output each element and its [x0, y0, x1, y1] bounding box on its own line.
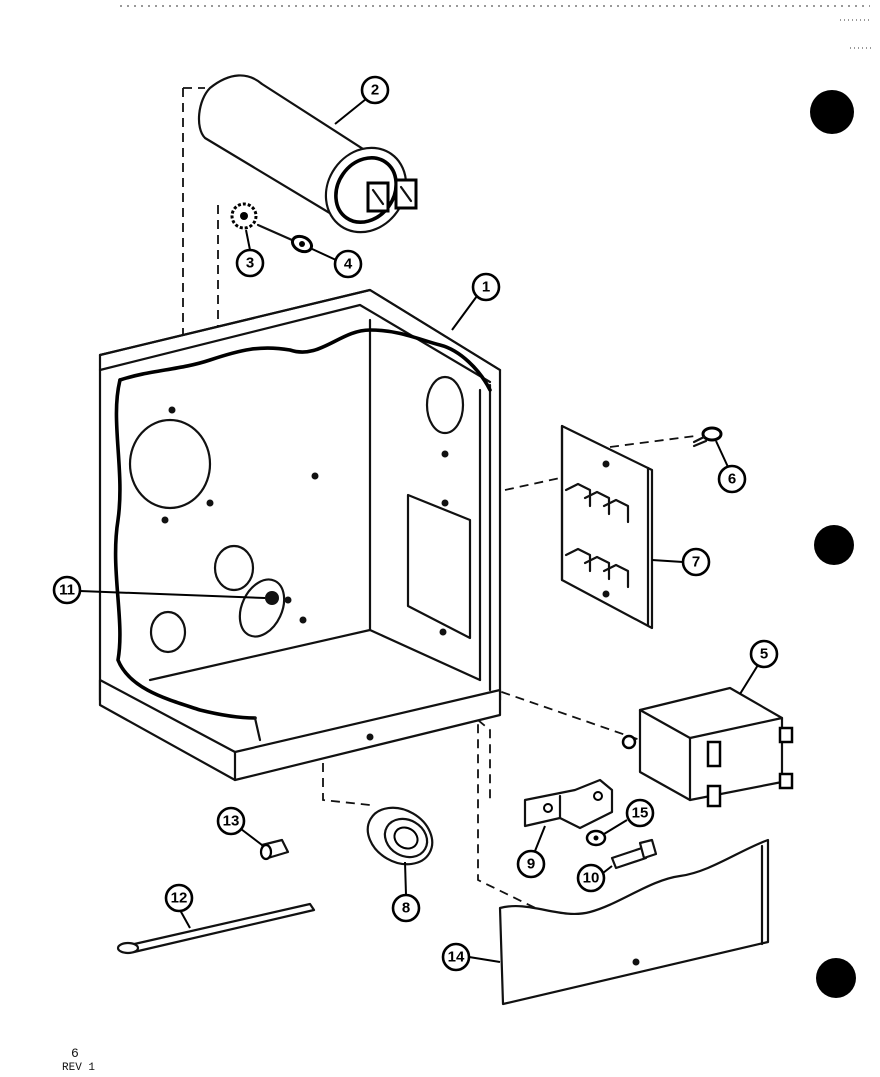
callout-1[interactable]: 1 [451, 272, 501, 331]
page-number: 6 [71, 1046, 79, 1061]
cable-tie [116, 902, 316, 955]
hex-bolt [610, 838, 658, 870]
callout-6[interactable]: 6 [715, 440, 747, 494]
plug [259, 838, 290, 861]
mounting-screw [692, 426, 723, 448]
binder-punch-holes [810, 90, 856, 998]
svg-text:9: 9 [527, 856, 535, 873]
flat-washer [585, 829, 607, 847]
mounting-bracket [523, 778, 614, 830]
svg-text:6: 6 [728, 471, 736, 488]
svg-text:2: 2 [371, 82, 379, 99]
punch-hole-middle [814, 525, 854, 565]
callout-4[interactable]: 4 [309, 247, 363, 279]
svg-text:10: 10 [583, 870, 600, 887]
svg-text:12: 12 [171, 890, 188, 907]
cover-panel [498, 838, 770, 1006]
punch-hole-bottom [816, 958, 856, 998]
control-box-housing [98, 288, 502, 782]
svg-text:11: 11 [59, 582, 75, 599]
callout-14[interactable]: 14 [441, 942, 501, 972]
svg-text:14: 14 [448, 949, 465, 966]
terminal-board [560, 424, 654, 630]
bushing [366, 806, 434, 866]
svg-text:1: 1 [482, 279, 490, 296]
callout-13[interactable]: 13 [216, 806, 263, 846]
callout-7[interactable]: 7 [651, 547, 711, 577]
callout-12[interactable]: 12 [164, 883, 194, 929]
callout-2[interactable]: 2 [334, 75, 390, 125]
callout-10[interactable]: 10 [576, 863, 613, 893]
svg-text:8: 8 [402, 900, 410, 917]
svg-text:13: 13 [223, 813, 240, 830]
part-callouts: 1 2 3 4 5 6 7 [52, 75, 779, 972]
relay [621, 686, 794, 808]
callout-5[interactable]: 5 [739, 639, 779, 695]
callout-11[interactable]: 11 [52, 575, 266, 605]
callout-15[interactable]: 15 [603, 798, 655, 835]
svg-text:15: 15 [632, 805, 649, 822]
hex-nut [256, 223, 314, 254]
svg-text:3: 3 [246, 255, 254, 272]
capacitor [197, 74, 418, 234]
callout-8[interactable]: 8 [391, 861, 421, 923]
callout-3[interactable]: 3 [235, 229, 265, 278]
revision-label: REV 1 [62, 1062, 96, 1074]
callout-9[interactable]: 9 [516, 825, 546, 879]
svg-text:4: 4 [344, 256, 353, 273]
scan-edge-noise [120, 5, 872, 49]
svg-text:5: 5 [760, 646, 768, 663]
lock-washer [230, 202, 258, 230]
svg-text:7: 7 [692, 554, 700, 571]
punch-hole-top [810, 90, 854, 134]
